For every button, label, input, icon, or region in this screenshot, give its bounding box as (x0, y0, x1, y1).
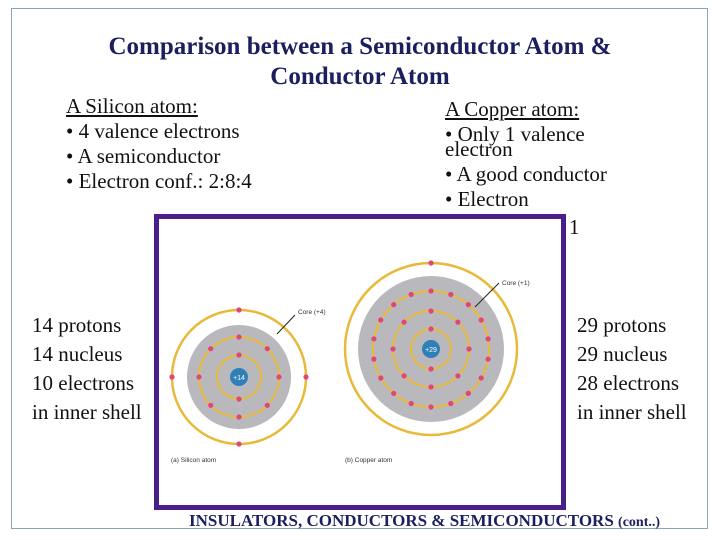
electron (264, 402, 270, 408)
electron (448, 400, 454, 407)
copper-caption: (b) Copper atom (345, 457, 392, 464)
silicon-core-label: Core (+4) (298, 309, 326, 316)
electron (236, 334, 242, 340)
copper-bullet: 1 (569, 215, 580, 239)
electron (236, 352, 242, 358)
silicon-bullet: • A semiconductor (66, 144, 221, 168)
silicon-stat: 10 electrons (32, 371, 135, 395)
copper-electrons (371, 260, 491, 410)
copper-stat: 29 nucleus (577, 342, 668, 366)
electron (465, 302, 471, 308)
electron (391, 390, 397, 396)
copper-bullet: • Electron (445, 187, 529, 211)
electron (455, 373, 461, 379)
atom-diagram: +14 Core (+4) (a) Silicon atom +29 Core … (169, 260, 530, 464)
slide-frame (11, 8, 708, 529)
atom-diagram-figure: +14 Core (+4) (a) Silicon atom +29 Core … (154, 214, 566, 510)
electron (428, 288, 434, 294)
copper-stats: 29 protons 29 nucleus 28 electrons in in… (577, 311, 687, 427)
electron (208, 346, 214, 352)
electron (196, 374, 202, 380)
electron (455, 319, 461, 325)
electron (371, 336, 377, 342)
electron (466, 346, 472, 352)
electron (236, 441, 242, 447)
electron (408, 291, 414, 298)
copper-heading: A Copper atom: (445, 97, 580, 121)
electron (401, 319, 407, 325)
electron (485, 336, 491, 342)
electron (169, 374, 175, 380)
electron (478, 317, 484, 323)
electron (236, 414, 242, 420)
silicon-electrons (169, 307, 309, 447)
slide-title-line2: Conductor Atom (270, 63, 450, 90)
copper-stat: in inner shell (577, 400, 687, 424)
copper-nucleus-label: +29 (425, 347, 437, 354)
copper-core-label: Core (+1) (502, 280, 530, 287)
silicon-nucleus (230, 368, 248, 386)
footer-main: INSULATORS, CONDUCTORS & SEMICONDUCTORS (189, 511, 614, 530)
copper-core-pointer (474, 282, 500, 308)
electron (428, 404, 434, 410)
electron (378, 375, 384, 381)
electron (264, 346, 270, 352)
electron (208, 402, 214, 408)
electron (391, 302, 397, 308)
silicon-stat: 14 protons (32, 313, 122, 337)
electron (485, 356, 491, 362)
slide-title-line1: Comparison between a Semiconductor Atom … (108, 33, 612, 60)
copper-atom: +29 Core (+1) (b) Copper atom (343, 260, 530, 464)
silicon-atom: +14 Core (+4) (a) Silicon atom (169, 307, 326, 464)
electron (428, 366, 434, 372)
electron (448, 291, 454, 298)
electron (378, 317, 384, 323)
copper-nucleus (422, 340, 440, 358)
electron (478, 375, 484, 381)
electron (303, 374, 309, 380)
footer-cont: (cont..) (618, 515, 661, 530)
silicon-stats: 14 protons 14 nucleus 10 electrons in in… (32, 311, 142, 427)
silicon-stat: in inner shell (32, 400, 142, 424)
silicon-description: A Silicon atom: • 4 valence electrons • … (66, 94, 252, 194)
electron (465, 390, 471, 396)
electron (428, 326, 434, 332)
copper-stat: 28 electrons (577, 371, 680, 395)
electron (276, 374, 282, 380)
silicon-nucleus-label: +14 (233, 375, 245, 382)
electron (371, 356, 377, 362)
silicon-caption: (a) Silicon atom (171, 457, 216, 464)
silicon-bullet: • Electron conf.: 2:8:4 (66, 169, 252, 193)
silicon-heading: A Silicon atom: (66, 94, 198, 118)
copper-bullet: • A good conductor (445, 162, 607, 186)
copper-description: A Copper atom: • Only 1 valence electron… (445, 97, 675, 239)
silicon-stat: 14 nucleus (32, 342, 123, 366)
electron (428, 308, 434, 314)
slide-footer: INSULATORS, CONDUCTORS & SEMICONDUCTORS … (189, 511, 660, 531)
electron (401, 373, 407, 379)
electron (236, 307, 242, 313)
electron (390, 346, 396, 352)
copper-bullet: • Only 1 valence (445, 122, 585, 146)
silicon-core-pointer (276, 314, 296, 335)
electron (408, 400, 414, 407)
copper-bullet: electron (445, 137, 513, 161)
silicon-bullet: • 4 valence electrons (66, 119, 240, 143)
electron (428, 260, 434, 266)
electron (428, 384, 434, 390)
electron (236, 396, 242, 402)
copper-stat: 29 protons (577, 313, 667, 337)
